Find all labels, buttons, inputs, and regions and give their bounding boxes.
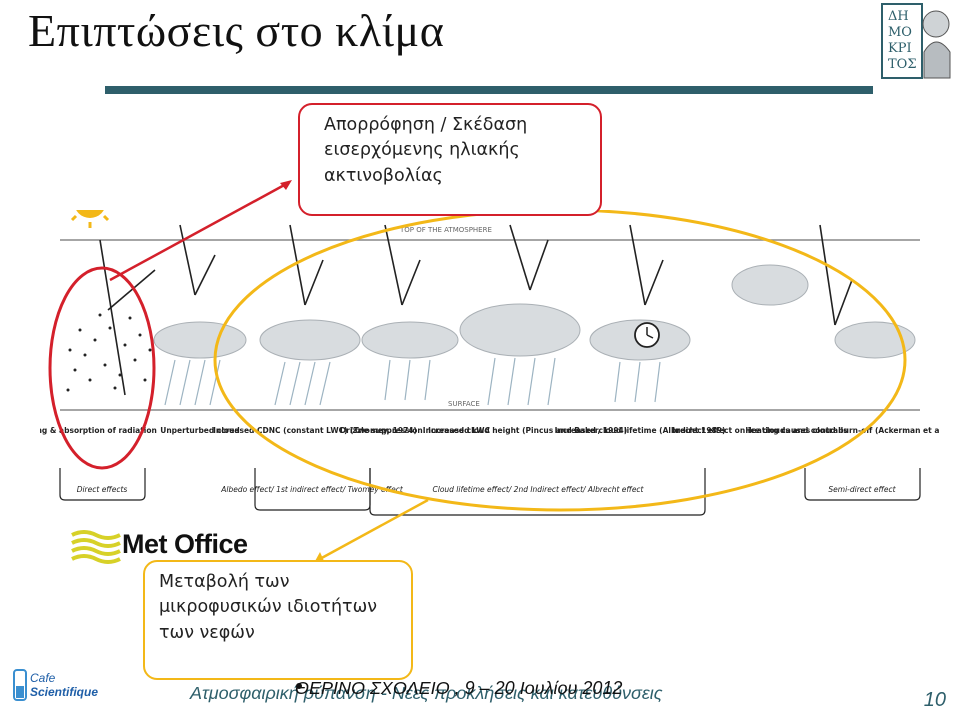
group-label-albedo: Albedo effect/ 1st indirect effect/ Twom… [220, 485, 404, 494]
group-label-lifetime: Cloud lifetime effect/ 2nd Indirect effe… [433, 485, 645, 494]
group-label-semidirect: Semi-direct effect [828, 485, 896, 494]
svg-text:ΤΟΣ: ΤΟΣ [888, 57, 917, 72]
panel-caption-8: Heating causes cloud burn-off (Ackerman … [745, 426, 940, 435]
footer-bullet [296, 683, 302, 689]
clock-icon [634, 322, 660, 348]
direct-effect-highlight [48, 266, 156, 470]
cafe-scientifique-logo: Cafe Scientifique [8, 656, 118, 712]
met-office-logo: Met Office [70, 527, 260, 567]
gold-callout: Μεταβολή των μικροφυσικών ιδιοτήτων των … [143, 560, 413, 680]
panel-caption-2: Unperturbed cloud [160, 426, 240, 435]
red-callout: Απορρόφηση / Σκέδαση εισερχόμενης ηλιακή… [298, 103, 602, 216]
panel-caption-1: Scattering & absorption of radiation [40, 426, 157, 435]
panel-caption-4: Drizzle suppression. Increased LWC [340, 426, 491, 435]
panel-caption-3: Increased CDNC (constant LWC) (Twomey, 1… [213, 426, 417, 435]
svg-text:Cafe: Cafe [30, 671, 56, 685]
svg-text:ΜΟ: ΜΟ [888, 25, 912, 40]
panel-caption-5: Increased cloud height (Pincus and Baker… [423, 426, 627, 435]
top-atmosphere-label: TOP OF THE ATMOSPHERE [399, 226, 492, 234]
met-office-label: Met Office [122, 529, 248, 559]
surface-label: SURFACE [448, 400, 480, 408]
svg-text:ΔΗ: ΔΗ [888, 9, 909, 24]
demokritos-logo: ΔΗ ΜΟ ΚΡΙ ΤΟΣ [878, 2, 954, 80]
footer-overlay-text: ΘΕΡΙΝΟ ΣΧΟΛΕΙΟ , 9 – 20 Ιουλίου 2012 [295, 678, 623, 698]
panel-caption-7: Indirect effect on ice clouds and contra… [672, 426, 848, 435]
svg-text:Scientifique: Scientifique [30, 685, 98, 699]
svg-text:ΚΡΙ: ΚΡΙ [888, 41, 912, 56]
aerosol-particles [66, 313, 152, 392]
footer-text: Ατμοσφαιρική ρύπανση - Νέες προκλήσεις κ… [190, 683, 663, 703]
title-underline-bar [105, 86, 873, 94]
page-number: 10 [923, 689, 946, 711]
panel-caption-6: Increased cloud lifetime (Albrecht 1989) [555, 426, 726, 435]
slide-title: Επιπτώσεις στο κλίμα [28, 5, 445, 56]
group-label-direct: Direct effects [77, 485, 128, 494]
